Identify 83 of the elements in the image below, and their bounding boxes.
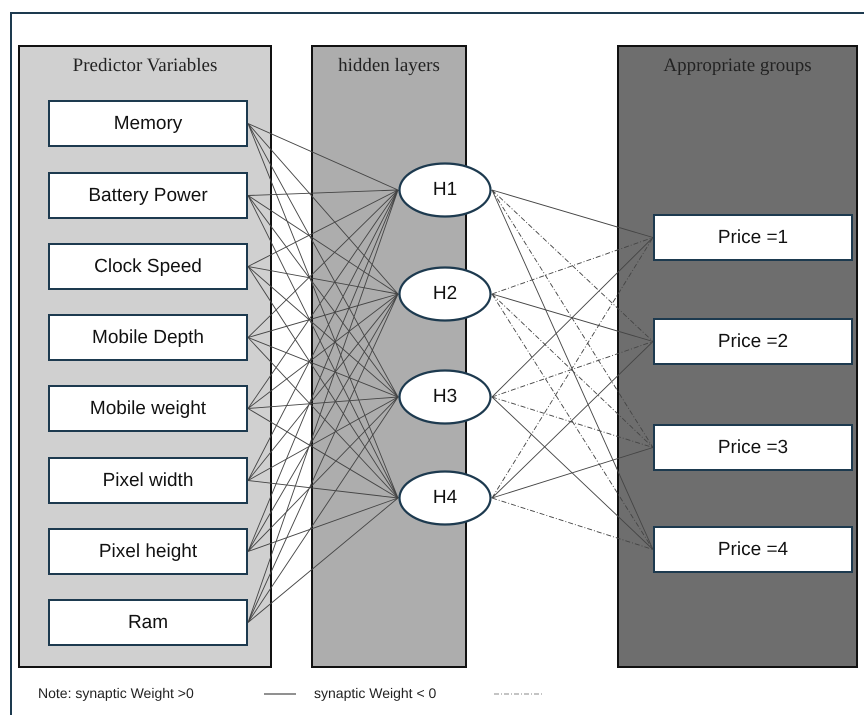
connector [248,396,398,481]
connector [248,396,398,552]
connector [248,294,398,552]
dashed-connector [492,498,654,550]
connector [248,396,398,623]
connector [492,237,654,398]
connector [248,498,398,623]
node-label: H2 [432,283,458,305]
hidden-node-ellipse [398,470,492,526]
group-box [653,214,853,261]
node-label: H1 [432,179,458,201]
dashed-connector [492,237,654,294]
variable-box [48,100,248,147]
panel-title: hidden layers [337,55,441,77]
connector [248,123,398,294]
connector [248,266,398,398]
node-label: Price =2 [718,330,788,352]
connector [248,190,398,196]
connector [492,396,654,550]
connector [248,337,398,398]
dashed-connector [492,190,654,342]
connector [248,190,398,338]
connector [492,190,654,238]
node-label: Price =3 [718,436,788,458]
node-label: H4 [432,487,458,509]
connector [248,408,398,498]
legend-text: Note: synaptic Weight >0 [38,685,194,701]
connector [492,341,654,498]
dashed-connector [492,237,654,498]
connector [248,480,398,498]
dashed-connector [492,294,654,550]
dashed-connector [492,190,654,448]
node-label: Mobile weight [90,398,206,420]
hidden-node-ellipse [398,369,492,425]
legend-text: synaptic Weight < 0 [314,685,436,701]
connector [248,498,398,552]
dashed-connector [492,396,654,448]
connector [248,294,398,409]
node-label: Pixel height [98,540,198,562]
layer-panel [18,45,272,668]
variable-box [48,599,248,646]
variable-box [48,528,248,575]
variable-box [48,314,248,361]
connector [248,190,398,267]
node-label: Pixel width [102,470,194,492]
hidden-node-ellipse [398,162,492,218]
connector [248,337,398,498]
connector [248,294,398,338]
dashed-connector [492,341,654,398]
connector [492,447,654,498]
variable-box [48,172,248,219]
group-box [653,424,853,471]
hidden-node-ellipse [398,266,492,322]
node-label: Price =4 [718,538,788,560]
connector [248,190,398,552]
connector [248,294,398,481]
node-label: Battery Power [88,184,208,206]
connector [248,123,398,398]
variable-box [48,385,248,432]
connector [492,190,654,550]
group-box [653,526,853,573]
connector [248,266,398,498]
node-label: Memory [114,112,182,134]
variable-box [48,243,248,290]
node-label: Clock Speed [94,256,202,278]
connector [248,123,398,190]
panel-title: Predictor Variables [72,55,218,77]
group-box [653,318,853,365]
connector [248,294,398,623]
node-label: Mobile Depth [92,326,204,348]
connector [248,195,398,294]
connector [248,123,398,498]
variable-box [48,457,248,504]
node-label: H3 [432,386,458,408]
node-label: Price =1 [718,226,788,248]
connector [248,396,398,409]
connector [248,266,398,294]
panel-title: Appropriate groups [662,55,813,77]
connector [492,294,654,342]
layer-panel [617,45,858,668]
connector [248,190,398,623]
node-label: Ram [128,612,168,634]
dashed-connector [492,294,654,448]
